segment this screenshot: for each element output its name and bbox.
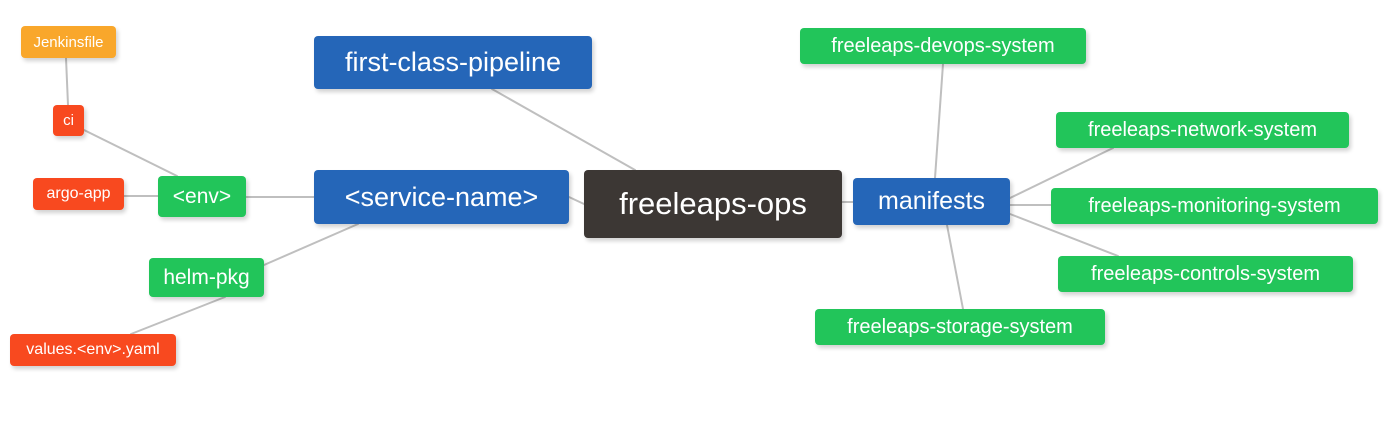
mindmap-node-env[interactable]: <env> (158, 176, 246, 217)
mindmap-node-jenkinsfile[interactable]: Jenkinsfile (21, 26, 116, 58)
edge-manifests-storage (946, 224, 964, 310)
mindmap-node-values-yaml[interactable]: values.<env>.yaml (10, 334, 176, 366)
edge-manifests-devops (934, 63, 944, 179)
mindmap-node-freeleaps-controls-system[interactable]: freeleaps-controls-system (1058, 256, 1353, 292)
mindmap-node-service-name[interactable]: <service-name> (314, 170, 569, 224)
edge-ops-service (568, 196, 585, 205)
edge-env-ci (83, 129, 178, 177)
mindmap-node-helm-pkg[interactable]: helm-pkg (149, 258, 264, 297)
mindmap-node-freeleaps-storage-system[interactable]: freeleaps-storage-system (815, 309, 1105, 345)
mindmap-node-freeleaps-monitoring-system[interactable]: freeleaps-monitoring-system (1051, 188, 1378, 224)
edge-service-helm (263, 223, 359, 266)
mindmap-node-freeleaps-ops[interactable]: freeleaps-ops (584, 170, 842, 238)
edge-ci-jenkinsfile (65, 57, 69, 106)
edge-helm-values (130, 296, 226, 335)
mindmap-node-ci[interactable]: ci (53, 105, 84, 136)
mindmap-node-first-class-pipeline[interactable]: first-class-pipeline (314, 36, 592, 89)
mindmap-node-argo-app[interactable]: argo-app (33, 178, 124, 210)
mindmap-node-freeleaps-devops-system[interactable]: freeleaps-devops-system (800, 28, 1086, 64)
edge-ops-pipeline (491, 88, 636, 171)
mindmap-node-manifests[interactable]: manifests (853, 178, 1010, 225)
mindmap-node-freeleaps-network-system[interactable]: freeleaps-network-system (1056, 112, 1349, 148)
